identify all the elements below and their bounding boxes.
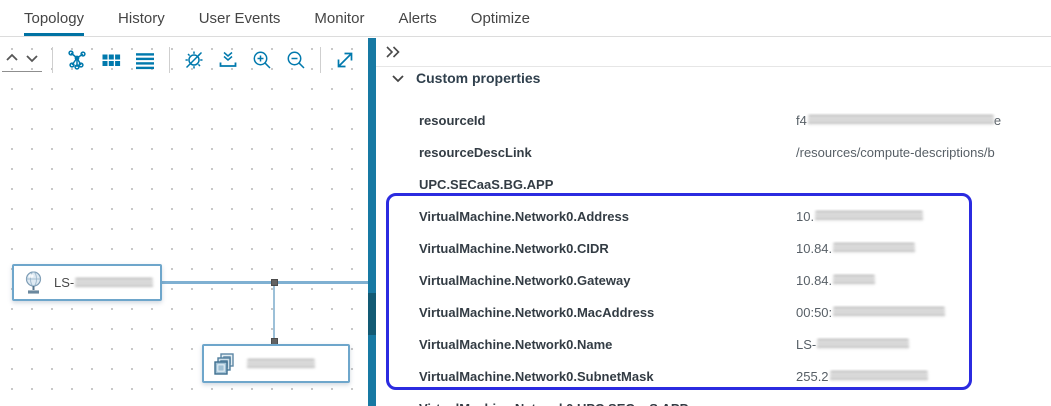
property-key: VirtualMachine.Network0.CIDR (419, 240, 609, 256)
redacted-text (247, 358, 315, 369)
section-title: Custom properties (416, 69, 541, 86)
redacted-text (829, 370, 928, 382)
panel-splitter-scrollbar[interactable] (368, 38, 376, 406)
node-label (246, 358, 315, 369)
table-row: VirtualMachine.Network0.SubnetMask 255.2 (376, 360, 1051, 392)
property-key: VirtualMachine.Network0.UPC.SECaaS.APP (376, 401, 796, 406)
tab-history[interactable]: History (118, 9, 165, 27)
fit-to-screen-icon[interactable] (331, 46, 359, 74)
panel-top-bar (376, 38, 1051, 66)
table-row: VirtualMachine.Network0.MacAddress 00:50… (376, 296, 1051, 328)
property-value: 255.2 (796, 369, 1051, 384)
toolbar-divider (169, 47, 170, 73)
table-row: VirtualMachine.Network0.Address 10. (376, 200, 1051, 232)
property-key: VirtualMachine.Network0.Address (419, 208, 629, 224)
table-row: VirtualMachine.Network0.UPC.SECaaS.APP (376, 392, 1051, 406)
main-split: LS- (0, 38, 1051, 406)
nav-chevron-group (2, 48, 42, 72)
property-key: resourceId (419, 112, 486, 128)
redacted-text (75, 277, 154, 288)
topology-edge-horizontal (162, 281, 368, 284)
hide-badges-icon[interactable] (180, 46, 208, 74)
cluster-layout-icon[interactable] (63, 46, 91, 74)
vm-group-icon (212, 351, 238, 377)
section-custom-properties[interactable]: Custom properties (376, 66, 1051, 88)
canvas-toolbar (0, 43, 359, 77)
table-row: UPC.SECaaS.BG.APP (376, 168, 1051, 200)
property-value: 00:50: (796, 305, 1051, 320)
property-key: VirtualMachine.Network0.Gateway (419, 272, 631, 288)
table-row: resourceDescLink /resources/compute-desc… (376, 136, 1051, 168)
chevron-up-icon[interactable] (2, 48, 22, 68)
table-row: VirtualMachine.Network0.Gateway 10.84. (376, 264, 1051, 296)
topology-canvas[interactable]: LS- (0, 38, 368, 406)
tab-bar: Topology History User Events Monitor Ale… (0, 0, 1051, 37)
property-key: UPC.SECaaS.BG.APP (419, 176, 554, 192)
node-logical-switch[interactable]: LS- (12, 264, 162, 301)
grid-layout-icon[interactable] (97, 46, 125, 74)
toolbar-divider (52, 47, 53, 73)
topology-edge-vertical (273, 284, 275, 342)
network-globe-icon (22, 270, 46, 296)
table-row: VirtualMachine.Network0.Name LS- (376, 328, 1051, 360)
edge-junction-point[interactable] (271, 279, 278, 286)
toolbar-divider (320, 47, 321, 73)
collapse-all-icon[interactable] (214, 46, 242, 74)
node-vm-group[interactable] (202, 344, 350, 383)
list-layout-icon[interactable] (131, 46, 159, 74)
redacted-text (817, 338, 910, 350)
redacted-text (833, 274, 876, 286)
chevron-down-icon[interactable] (22, 48, 42, 68)
table-row: VirtualMachine.Network0.CIDR 10.84. (376, 232, 1051, 264)
property-key: VirtualMachine.Network0.Name (419, 336, 613, 352)
property-value: 10.84. (796, 273, 1051, 288)
redacted-text (807, 114, 994, 126)
property-value: 10. (796, 209, 1051, 224)
node-label: LS- (54, 275, 154, 290)
tab-user-events[interactable]: User Events (198, 9, 281, 27)
zoom-out-icon[interactable] (282, 46, 310, 74)
property-value: 10.84. (796, 241, 1051, 256)
property-value: LS- (796, 337, 1051, 352)
tab-topology[interactable]: Topology (24, 0, 85, 36)
redacted-text (833, 306, 946, 318)
property-key: VirtualMachine.Network0.MacAddress (419, 304, 655, 320)
double-chevron-right-icon[interactable] (382, 42, 403, 62)
tab-alerts[interactable]: Alerts (398, 9, 437, 27)
tab-monitor[interactable]: Monitor (314, 9, 365, 27)
scrollbar-thumb[interactable] (368, 293, 376, 335)
redacted-text (815, 210, 924, 222)
property-key: VirtualMachine.Network0.SubnetMask (419, 368, 654, 384)
zoom-in-icon[interactable] (248, 46, 276, 74)
chevron-down-icon (391, 72, 405, 84)
redacted-text (833, 242, 916, 254)
property-key: resourceDescLink (419, 144, 532, 160)
tab-optimize[interactable]: Optimize (470, 9, 530, 27)
property-value: /resources/compute-descriptions/b (796, 144, 995, 160)
